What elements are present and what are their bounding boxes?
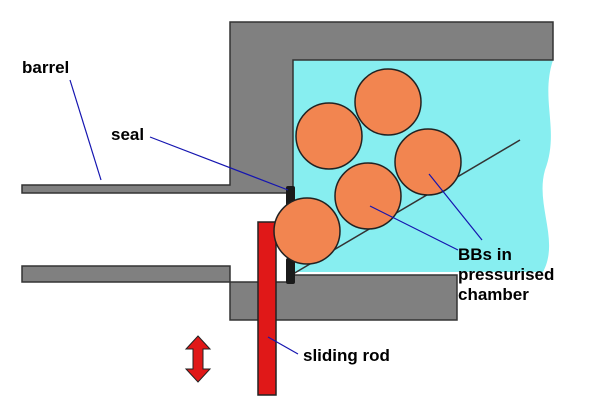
seal-leader-line (149, 136, 289, 191)
up-down-arrow-icon (184, 335, 212, 383)
bbs-leader-line-2 (428, 173, 483, 241)
barrel-leader-line (69, 79, 102, 181)
sliding-rod-leader-line (267, 336, 299, 355)
housing-lower (21, 265, 458, 321)
sliding-rod-label: sliding rod (303, 346, 390, 365)
barrel-label: barrel (22, 58, 69, 77)
bb (394, 128, 462, 196)
bb (354, 68, 422, 136)
bbs-label-line-3: chamber (458, 285, 529, 304)
bb (273, 197, 341, 265)
bbs-label-line-2: pressurised (458, 265, 554, 284)
bbs-leader-line-1 (369, 205, 459, 251)
sliding-rod (257, 221, 277, 396)
seal-label: seal (111, 125, 144, 144)
lower-seal (286, 258, 295, 284)
bb (295, 102, 363, 170)
bbs-label-line-1: BBs in (458, 245, 512, 264)
bb (334, 162, 402, 230)
